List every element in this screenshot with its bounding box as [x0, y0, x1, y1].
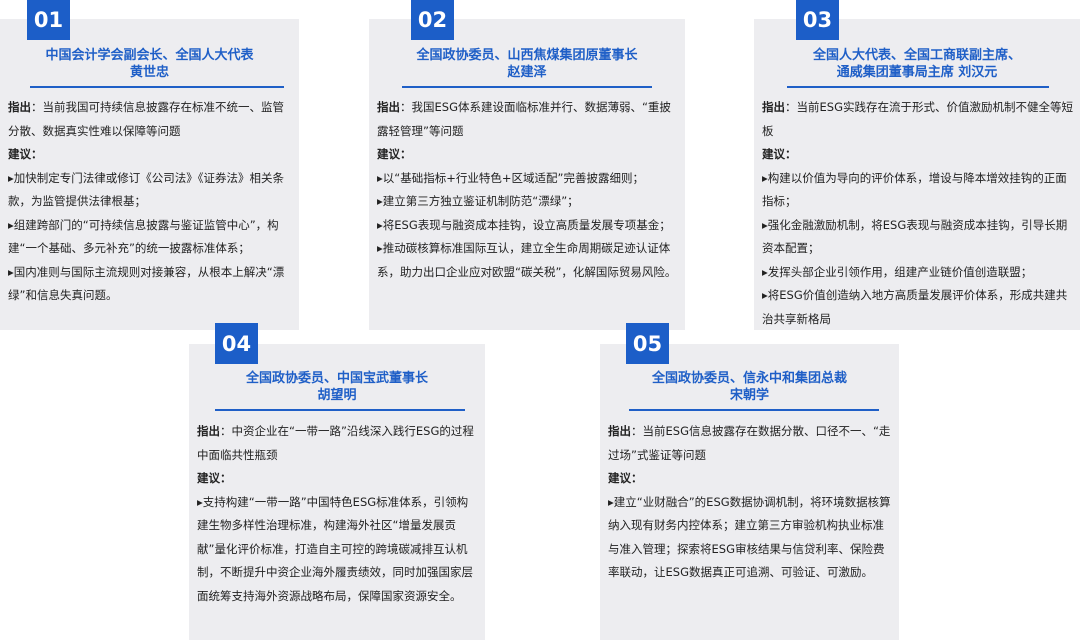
suggest-item: ▸建立“业财融合”的ESG数据协调机制，将环境数据核算纳入现有财务内控体系；建立…	[608, 494, 891, 580]
points-text: ：当前ESG信息披露存在数据分散、口径不一、“走过场”式鉴证等问题	[608, 424, 891, 462]
title-underline	[30, 86, 284, 88]
suggest-item: ▸构建以价值为导向的评价体系，增设与降本增效挂钩的正面指标；	[762, 170, 1067, 209]
card-title-line1: 全国人大代表、全国工商联副主席、	[812, 48, 1021, 63]
card-body: 指出：当前ESG信息披露存在数据分散、口径不一、“走过场”式鉴证等问题 建议： …	[608, 420, 893, 585]
suggest-item: ▸支持构建“一带一路”中国特色ESG标准体系，引领构建生物多样性治理标准，构建海…	[197, 494, 473, 603]
card-body: 指出：我国ESG体系建设面临标准并行、数据薄弱、“重披露轻管理”等问题 建议： …	[377, 96, 679, 284]
card-title-line2: 黄世忠	[129, 65, 169, 80]
card-number-badge: 02	[411, 0, 454, 40]
card-04: 全国政协委员、中国宝武董事长 胡望明 指出：中资企业在“一带一路”沿线深入践行E…	[189, 344, 485, 640]
suggest-item: ▸国内准则与国际主流规则对接兼容，从根本上解决“漂绿”和信息失真问题。	[8, 264, 285, 303]
card-number-badge: 04	[215, 323, 258, 364]
card-title: 中国会计学会副会长、全国人大代表 黄世忠	[8, 47, 291, 81]
card-number-badge: 05	[626, 323, 669, 364]
card-03: 全国人大代表、全国工商联副主席、 通威集团董事局主席 刘汉元 指出：当前ESG实…	[754, 19, 1080, 330]
card-title-line1: 全国政协委员、中国宝武董事长	[245, 371, 428, 386]
points-text: ：我国ESG体系建设面临标准并行、数据薄弱、“重披露轻管理”等问题	[377, 100, 671, 138]
card-title: 全国政协委员、信永中和集团总裁 宋朝学	[608, 370, 891, 404]
card-title: 全国政协委员、山西焦煤集团原董事长 赵建泽	[377, 47, 677, 81]
suggest-label: 建议：	[762, 147, 797, 161]
card-body: 指出：当前我国可持续信息披露存在标准不统一、监管分散、数据真实性难以保障等问题 …	[8, 96, 293, 308]
suggest-item: ▸发挥头部企业引领作用，组建产业链价值创造联盟；	[762, 264, 1033, 279]
card-title-line1: 全国政协委员、信永中和集团总裁	[651, 371, 847, 386]
card-body: 指出：当前ESG实践存在流于形式、价值激励机制不健全等短板 建议： ▸构建以价值…	[762, 96, 1074, 331]
card-01: 中国会计学会副会长、全国人大代表 黄世忠 指出：当前我国可持续信息披露存在标准不…	[0, 19, 299, 330]
points-paragraph: 指出：当前我国可持续信息披露存在标准不统一、监管分散、数据真实性难以保障等问题	[8, 96, 293, 143]
points-label: 指出	[8, 100, 31, 114]
card-number-badge: 01	[27, 0, 70, 40]
title-underline	[402, 86, 652, 88]
card-title-line2: 通威集团董事局主席 刘汉元	[836, 65, 998, 80]
points-label: 指出	[377, 100, 400, 114]
card-title: 全国政协委员、中国宝武董事长 胡望明	[197, 370, 477, 404]
points-text: ：中资企业在“一带一路”沿线深入践行ESG的过程中面临共性瓶颈	[197, 424, 474, 462]
suggest-item: ▸组建跨部门的“可持续信息披露与鉴证监管中心”，构建“一个基础、多元补充”的统一…	[8, 217, 279, 256]
suggest-item: ▸以“基础指标+行业特色+区域适配”完善披露细则；	[377, 170, 644, 185]
card-title: 全国人大代表、全国工商联副主席、 通威集团董事局主席 刘汉元	[762, 47, 1072, 81]
suggest-item: ▸将ESG表现与融资成本挂钩，设立高质量发展专项基金；	[377, 217, 671, 232]
points-label: 指出	[762, 100, 785, 114]
suggest-item: ▸强化金融激励机制，将ESG表现与融资成本挂钩，引导长期资本配置；	[762, 217, 1068, 256]
suggest-item: ▸建立第三方独立鉴证机制防范“漂绿”；	[377, 194, 579, 208]
points-text: ：当前我国可持续信息披露存在标准不统一、监管分散、数据真实性难以保障等问题	[8, 100, 284, 138]
suggest-item: ▸加快制定专门法律或修订《公司法》《证券法》相关条款，为监管提供法律根基；	[8, 170, 285, 209]
card-title-line2: 宋朝学	[729, 388, 769, 403]
card-title-line1: 中国会计学会副会长、全国人大代表	[45, 48, 254, 63]
card-title-line2: 胡望明	[317, 388, 357, 403]
card-title-line2: 赵建泽	[507, 65, 547, 80]
title-underline	[215, 409, 465, 411]
card-02: 全国政协委员、山西焦煤集团原董事长 赵建泽 指出：我国ESG体系建设面临标准并行…	[369, 19, 685, 330]
card-body: 指出：中资企业在“一带一路”沿线深入践行ESG的过程中面临共性瓶颈 建议： ▸支…	[197, 420, 479, 608]
suggest-label: 建议：	[377, 147, 412, 161]
points-paragraph: 指出：我国ESG体系建设面临标准并行、数据薄弱、“重披露轻管理”等问题	[377, 96, 679, 143]
suggest-item: ▸将ESG价值创造纳入地方高质量发展评价体系，形成共建共治共享新格局	[762, 288, 1068, 326]
points-paragraph: 指出：中资企业在“一带一路”沿线深入践行ESG的过程中面临共性瓶颈	[197, 420, 479, 467]
points-paragraph: 指出：当前ESG信息披露存在数据分散、口径不一、“走过场”式鉴证等问题	[608, 420, 893, 467]
points-label: 指出	[608, 424, 631, 438]
suggest-label: 建议：	[197, 471, 232, 485]
title-underline	[629, 409, 879, 411]
suggest-item: ▸推动碳核算标准国际互认，建立全生命周期碳足迹认证体系，助力出口企业应对欧盟“碳…	[377, 241, 677, 279]
suggest-label: 建议：	[8, 147, 43, 161]
title-underline	[787, 86, 1049, 88]
card-title-line1: 全国政协委员、山西焦煤集团原董事长	[416, 48, 638, 63]
suggest-label: 建议：	[608, 471, 643, 485]
points-text: ：当前ESG实践存在流于形式、价值激励机制不健全等短板	[762, 100, 1073, 138]
card-05: 全国政协委员、信永中和集团总裁 宋朝学 指出：当前ESG信息披露存在数据分散、口…	[600, 344, 899, 640]
card-number-badge: 03	[796, 0, 839, 40]
points-label: 指出	[197, 424, 220, 438]
points-paragraph: 指出：当前ESG实践存在流于形式、价值激励机制不健全等短板	[762, 96, 1074, 143]
